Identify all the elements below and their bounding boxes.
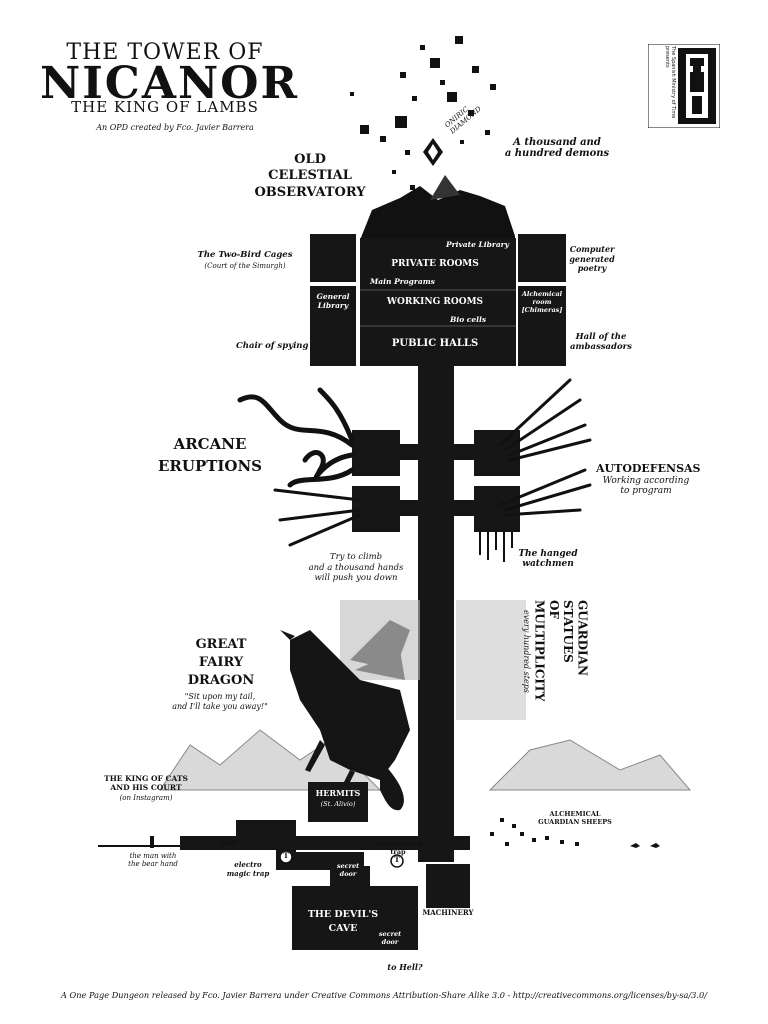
dragon-wings xyxy=(350,620,410,680)
climb-label: Try to climb and a thousand hands will p… xyxy=(308,552,404,584)
guardian-statues-sub: every hundred steps xyxy=(522,610,531,693)
general-library-label: General Library xyxy=(316,292,350,310)
door-label: door xyxy=(220,838,238,847)
arcane-tentacles xyxy=(237,387,355,488)
alchemical-room xyxy=(518,286,566,366)
tower-shaft xyxy=(418,366,454,862)
title-line-1: THE TOWER OF xyxy=(66,40,264,65)
hermits-sub: (St. Alivio) xyxy=(320,800,356,808)
fairy-dragon xyxy=(280,630,410,811)
guardian-sheeps xyxy=(490,818,579,846)
bio-cells-label: Bio cells xyxy=(450,315,487,324)
general-library-room xyxy=(310,286,356,366)
bear-hand-label: the man with the bear hand xyxy=(128,852,178,868)
observatory-label: OLD CELESTIAL OBSERVATORY xyxy=(254,152,366,200)
arcane-eruptions-label: ARCANE ERUPTIONS xyxy=(157,435,263,475)
king-cats-label: THE KING OF CATS AND HIS COURT xyxy=(104,774,188,792)
floating-debris xyxy=(350,36,496,190)
dragon-name: GREAT FAIRY DRAGON xyxy=(187,637,255,689)
private-library-label: Private Library xyxy=(446,240,509,249)
conventional-trap-label: conventional trap xyxy=(374,840,422,856)
arcane-block-upper xyxy=(352,430,400,476)
secret-door-label-2: secret door xyxy=(378,930,402,946)
secret-door-label-1: secret door xyxy=(336,862,360,878)
conventional-trap-marker: T xyxy=(394,855,400,864)
main-programs-label: Main Programs xyxy=(370,277,435,286)
electro-trap-label: electro magic trap xyxy=(226,860,270,878)
dragon-quote: "Sit upon my tail, and I'll take you awa… xyxy=(172,692,268,711)
hall-ambassadors-label: Hall of the ambassadors xyxy=(570,332,632,352)
hanged-watchmen xyxy=(479,532,513,562)
emblem-graphic xyxy=(647,43,721,129)
autodefensas-sub: Working according to program xyxy=(602,476,690,496)
sheeps-label: ALCHEMICAL GUARDIAN SHEEPS xyxy=(538,810,612,826)
king-cats-sub: (on Instagram) xyxy=(119,794,173,802)
electro-trap-marker: T xyxy=(283,851,289,860)
working-rooms-label: WORKING ROOMS xyxy=(386,297,484,307)
title-credit: An OPD created by Fco. Javier Barrera xyxy=(96,123,254,132)
guardian-statues-label: GUARDIAN STATUES OF MULTIPLICITY xyxy=(532,600,590,702)
devils-cave-room xyxy=(292,886,418,950)
autodefensas-label: AUTODEFENSAS xyxy=(596,462,701,475)
two-bird-cages-title: The Two-Bird Cages xyxy=(197,250,293,260)
to-hell-label: to Hell? xyxy=(387,962,423,972)
observatory-ruin xyxy=(360,186,515,242)
title-main: NICANOR xyxy=(40,58,300,109)
computer-poetry-room xyxy=(518,234,566,282)
hermits-label: HERMITS xyxy=(315,788,361,798)
conventional-trap-icon xyxy=(390,854,404,868)
license-footer: A One Page Dungeon released by Fco. Javi… xyxy=(61,990,707,1000)
computer-poetry-label: Computer generated poetry xyxy=(569,244,615,274)
devils-cave-label: THE DEVIL'S CAVE xyxy=(307,909,379,935)
chair-spying-label: Chair of spying xyxy=(236,341,309,351)
hanged-watchmen-label: The hanged watchmen xyxy=(518,549,578,569)
autodefensa-spikes xyxy=(273,378,592,547)
two-bird-cages-sub: (Court of the Simurgh) xyxy=(204,262,286,270)
public-halls-label: PUBLIC HALLS xyxy=(391,338,479,349)
hermits-room xyxy=(308,782,368,822)
emblem: The Spanish Ministry of Time presents xyxy=(647,43,721,129)
emblem-text: The Spanish Ministry of Time presents xyxy=(664,46,676,119)
alchemical-room-label: Alchemical room [Chimeras] xyxy=(521,290,563,314)
title-subtitle: THE KING OF LAMBS xyxy=(71,98,259,116)
machinery-label: MACHINERY xyxy=(422,908,474,917)
private-rooms-label: PRIVATE ROOMS xyxy=(391,259,479,269)
tower-upper-block xyxy=(360,238,516,366)
two-bird-cages-label: The Two-Bird Cages xyxy=(190,250,300,260)
machinery-room xyxy=(426,864,470,908)
electro-trap-icon xyxy=(279,850,293,864)
two-bird-cages-room xyxy=(310,234,356,282)
demons-label: A thousand and a hundred demons xyxy=(504,137,610,159)
